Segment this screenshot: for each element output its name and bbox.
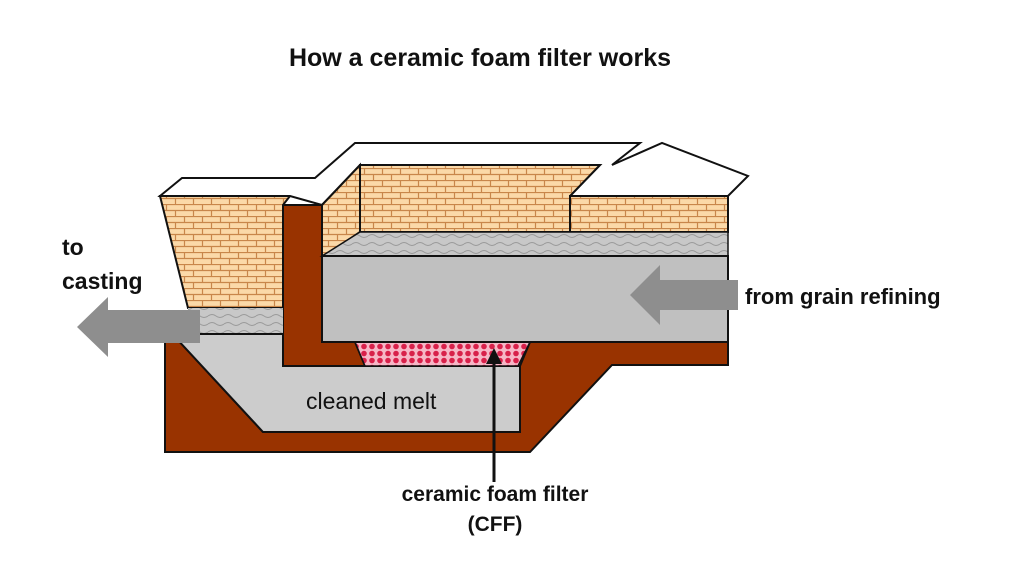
outlet-flow-arrow [77,297,200,357]
inlet-melt-surface [319,231,729,257]
ceramic-foam-filter [353,341,532,367]
filter-label-line1: ceramic foam filter [401,483,589,506]
filter-pointer-head [486,348,502,364]
right-brick-wall [569,195,729,233]
filter-label-line2: (CFF) [467,513,523,536]
outlet-label: to casting [62,230,143,298]
outlet-label-line1: to [62,234,84,260]
chamber-label: cleaned melt [306,388,437,414]
outlet-melt-surface [188,308,283,334]
back-brick-wall [359,164,603,233]
left-brick-wall [158,195,293,309]
filter-label: ceramic foam filter (CFF) [370,480,620,540]
inlet-flow-arrow [630,265,738,325]
diagram-title: How a ceramic foam filter works [288,44,672,72]
outlet-label-line2: casting [62,268,143,294]
inlet-label: from grain refining [745,284,941,309]
